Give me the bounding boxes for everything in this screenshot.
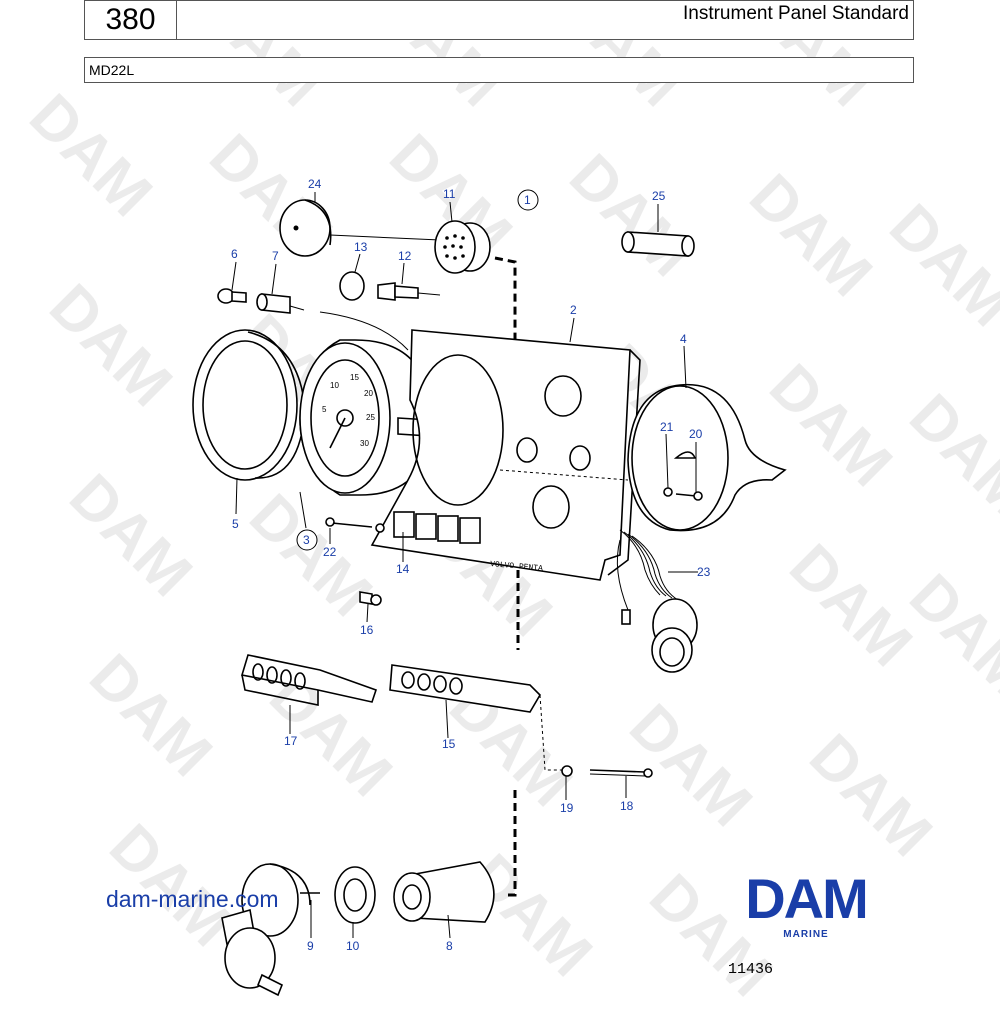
callout-11: 11 [443,187,456,201]
part-21-washer [663,487,673,497]
page-number: 380 [85,1,177,39]
callout-6: 6 [231,247,238,261]
part-19-washer [561,765,573,777]
model-box: MD22L [84,57,914,83]
svg-text:20: 20 [364,389,373,398]
callout-12: 12 [398,249,412,263]
header-box: 380 Instrument Panel Standard [84,0,914,40]
part-17-cover [240,654,378,706]
callout-5: 5 [232,517,239,531]
part-9-key-switch-cap [221,863,320,997]
page-title: Instrument Panel Standard [682,3,909,24]
part-4-rear-cover [627,383,787,532]
callout-23: 23 [697,565,711,579]
leader-lines [231,192,698,939]
callout-19: 19 [560,801,574,815]
website-link[interactable]: dam-marine.com [106,886,279,912]
drawing-number: 11436 [728,961,774,978]
part-23-cable-harness [616,529,698,673]
part-18-bolt [589,768,653,778]
svg-text:25: 25 [366,413,375,422]
callout-20: 20 [689,427,703,441]
callout-25: 25 [652,189,666,203]
callout-10: 10 [346,939,360,953]
part-14-warning-lamps [393,511,481,544]
part-15-lamp-housing [389,664,542,713]
part-8-switch-body [393,861,495,923]
callout-8: 8 [446,939,453,953]
callout-13: 13 [354,240,368,254]
callout-3: 3 [303,533,310,547]
part-24-cap [279,199,441,257]
svg-text:10: 10 [330,381,339,390]
part-22-screw [325,517,385,533]
callout-24: 24 [308,177,322,191]
part-10-nut [334,866,376,924]
part-6-bulb [217,288,247,304]
part-16-socket [359,591,382,606]
callout-17: 17 [284,734,298,748]
callout-22: 22 [323,545,337,559]
assembly-line [505,790,517,897]
model-label: MD22L [89,62,135,78]
part-13-lens [339,271,365,301]
callout-15: 15 [442,737,456,751]
part-12-lamp-holder [377,282,441,301]
part-11-connector [434,220,491,274]
dam-marine-logo: DAM [745,867,869,930]
leader-line [539,694,565,771]
part-20-screw [675,491,703,501]
callout-2: 2 [570,303,577,317]
callout-9: 9 [307,939,314,953]
logo-subtext: MARINE [783,929,829,940]
callout-7: 7 [272,249,279,263]
svg-text:30: 30 [360,439,369,448]
svg-text:15: 15 [350,373,359,382]
part-7-bulb-socket [256,293,305,314]
callouts: 1 2 3 4 5 6 7 8 9 10 11 12 13 14 15 16 1… [231,177,711,953]
part-25-sleeve [621,231,695,257]
callout-16: 16 [360,623,374,637]
callout-4: 4 [680,332,687,346]
callout-18: 18 [620,799,634,813]
callout-1: 1 [524,193,531,207]
callout-21: 21 [660,420,674,434]
svg-text:5: 5 [322,405,327,414]
part-2-instrument-panel: VOLVO PENTA [370,329,641,581]
callout-14: 14 [396,562,410,576]
part-5-bezel-ring [192,329,306,481]
